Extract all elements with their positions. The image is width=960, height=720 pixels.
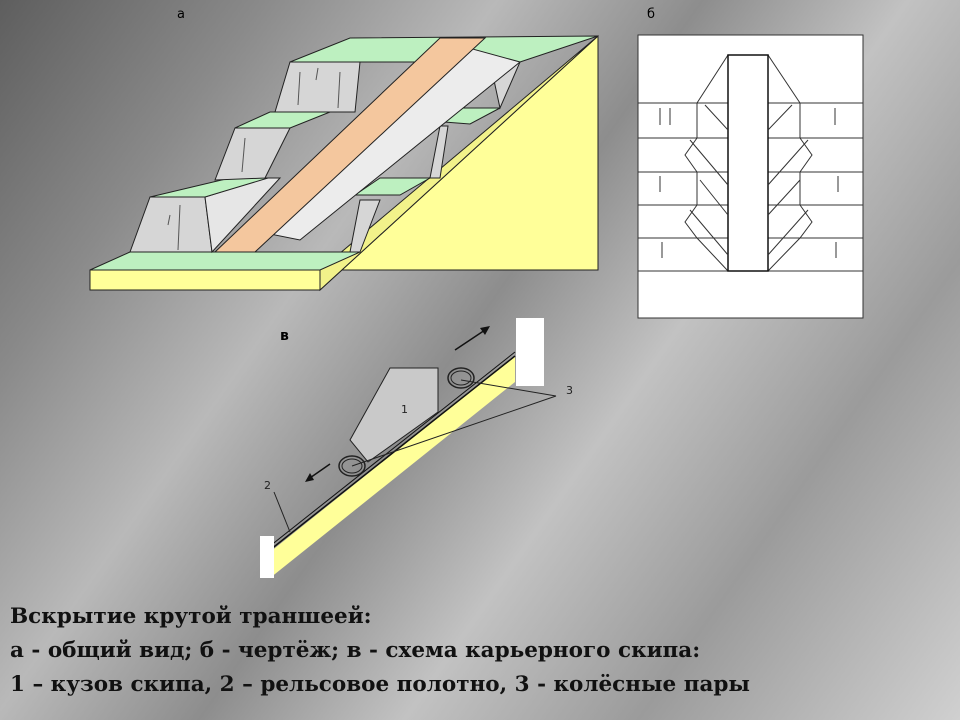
upper-wheel-pair [447, 367, 475, 389]
rail-track [269, 355, 516, 551]
up-arrow-icon [454, 326, 490, 351]
slope-face-2r [429, 125, 449, 179]
embankment [270, 356, 515, 578]
lower-wheel-pair [338, 455, 366, 477]
massif-front [319, 35, 599, 292]
callout-1: 1 [401, 403, 408, 416]
caption-title: Вскрытие крутой траншеей: [10, 604, 372, 629]
skip-body [349, 367, 439, 463]
callout-2: 2 [264, 479, 271, 492]
trench-ramp [213, 37, 487, 253]
upper-post [516, 318, 544, 386]
down-arrow-icon [305, 463, 331, 482]
ramp-strip [727, 54, 769, 272]
lower-post [260, 536, 274, 578]
slide-caption: Вскрытие крутой траншеей: а - общий вид;… [10, 600, 955, 702]
caption-legend-views: а - общий вид; б - чертёж; в - схема кар… [10, 638, 701, 663]
figure-label-v: в [280, 328, 289, 344]
bench-top-1 [149, 177, 269, 198]
callout-3: 3 [566, 384, 573, 397]
caption-legend-parts: 1 – кузов скипа, 2 – рельсовое полотно, … [10, 672, 750, 697]
figure-label-a: а [177, 7, 185, 22]
figure-label-b: б [647, 7, 656, 22]
slope-face-1r [349, 199, 381, 253]
